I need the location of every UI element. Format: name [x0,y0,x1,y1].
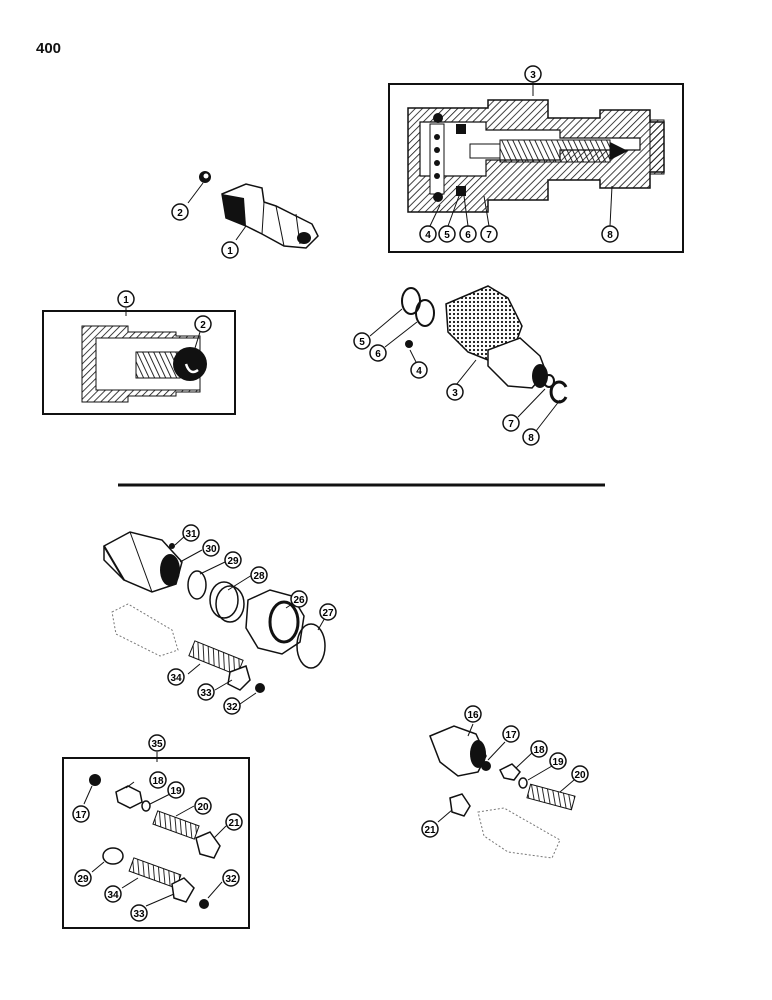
callout-30-label: 30 [205,544,217,555]
callout-1-panel: 1 [117,290,135,308]
callout-35: 35 [148,734,166,752]
callout-32-kit-label: 32 [225,874,237,885]
callout-29-label: 29 [227,556,239,567]
callout-4-section: 4 [419,225,437,243]
callout-19-right-label: 19 [552,757,564,768]
callout-8-section: 8 [601,225,619,243]
callout-3-exploded-label: 3 [452,388,458,399]
callout-6-section: 6 [459,225,477,243]
callout-6-exploded: 6 [369,344,387,362]
valve-exploded-view [103,531,327,705]
callout-4-exploded-label: 4 [416,366,422,377]
callout-2-top: 2 [171,203,189,221]
callout-17-kit: 17 [72,805,90,823]
callout-4-exploded: 4 [410,361,428,379]
callout-18-kit-label: 18 [152,776,164,787]
callout-32-label: 32 [226,702,238,713]
callout-5-exploded: 5 [353,332,371,350]
callout-19-kit: 19 [167,781,185,799]
callout-21-right-label: 21 [424,825,436,836]
nipple-exploded-view [429,723,576,859]
page-number: 400 [36,40,62,57]
callout-3-exploded: 3 [446,383,464,401]
callout-21-right: 21 [421,820,439,838]
callout-27: 27 [319,603,337,621]
callout-21-kit: 21 [225,813,243,831]
callout-27-label: 27 [322,608,334,619]
callout-18-right-label: 18 [533,745,545,756]
callout-28-label: 28 [253,571,265,582]
callout-30: 30 [202,539,220,557]
callout-7-section: 7 [480,225,498,243]
callout-17-right: 17 [502,725,520,743]
callout-2-panel-label: 2 [200,320,206,331]
callout-7-label: 7 [486,230,492,241]
callout-19-kit-label: 19 [170,786,182,797]
callout-16-label: 16 [467,710,479,721]
callout-31-label: 31 [185,529,197,540]
callout-1-panel-label: 1 [123,295,129,306]
callout-7-exploded: 7 [502,414,520,432]
callout-4-label: 4 [425,230,431,241]
callout-33-kit-label: 33 [133,909,145,920]
callout-29-kit: 29 [74,869,92,887]
callout-3-label: 3 [530,70,536,81]
callout-19-right: 19 [549,752,567,770]
callout-2-panel: 2 [194,315,212,333]
callout-8-exploded: 8 [522,428,540,446]
coupler-nipple [187,171,319,249]
callout-20-right: 20 [571,765,589,783]
callout-5-label: 5 [444,230,450,241]
callout-32-kit: 32 [222,869,240,887]
callout-26: 26 [290,590,308,608]
callout-33-top: 33 [197,683,215,701]
callout-31: 31 [182,524,200,542]
callout-20-kit: 20 [194,797,212,815]
callout-33-label: 33 [200,688,212,699]
callout-20-kit-label: 20 [197,802,209,813]
callout-18-right: 18 [530,740,548,758]
callout-26-label: 26 [293,595,305,606]
repair-kit-panel [62,752,250,929]
callout-34-kit-label: 34 [107,890,119,901]
callout-29-top: 29 [224,551,242,569]
callout-20-right-label: 20 [574,770,586,781]
callout-34-label: 34 [170,673,182,684]
callout-8-exploded-label: 8 [528,433,534,444]
callout-28: 28 [250,566,268,584]
callout-29-kit-label: 29 [77,874,89,885]
callout-32-top: 32 [223,697,241,715]
callout-2-label: 2 [177,208,183,219]
callout-5-exploded-label: 5 [359,337,365,348]
callout-17-kit-label: 17 [75,810,87,821]
callout-16: 16 [464,705,482,723]
coupler-exploded-view [369,285,568,432]
callout-8-label: 8 [607,230,613,241]
callout-34-top: 34 [167,668,185,686]
callout-6-exploded-label: 6 [375,349,381,360]
callout-21-kit-label: 21 [228,818,240,829]
callout-1-label: 1 [227,246,233,257]
callout-35-label: 35 [151,739,163,750]
callout-5-section: 5 [438,225,456,243]
callout-6-label: 6 [465,230,471,241]
callout-18-kit: 18 [149,771,167,789]
callout-33-kit: 33 [130,904,148,922]
callout-17-right-label: 17 [505,730,517,741]
nipple-section-panel [42,308,236,415]
callout-1-top: 1 [221,241,239,259]
coupler-section-panel [388,82,684,253]
callout-34-kit: 34 [104,885,122,903]
callout-7-exploded-label: 7 [508,419,514,430]
callout-3-top: 3 [524,65,542,83]
